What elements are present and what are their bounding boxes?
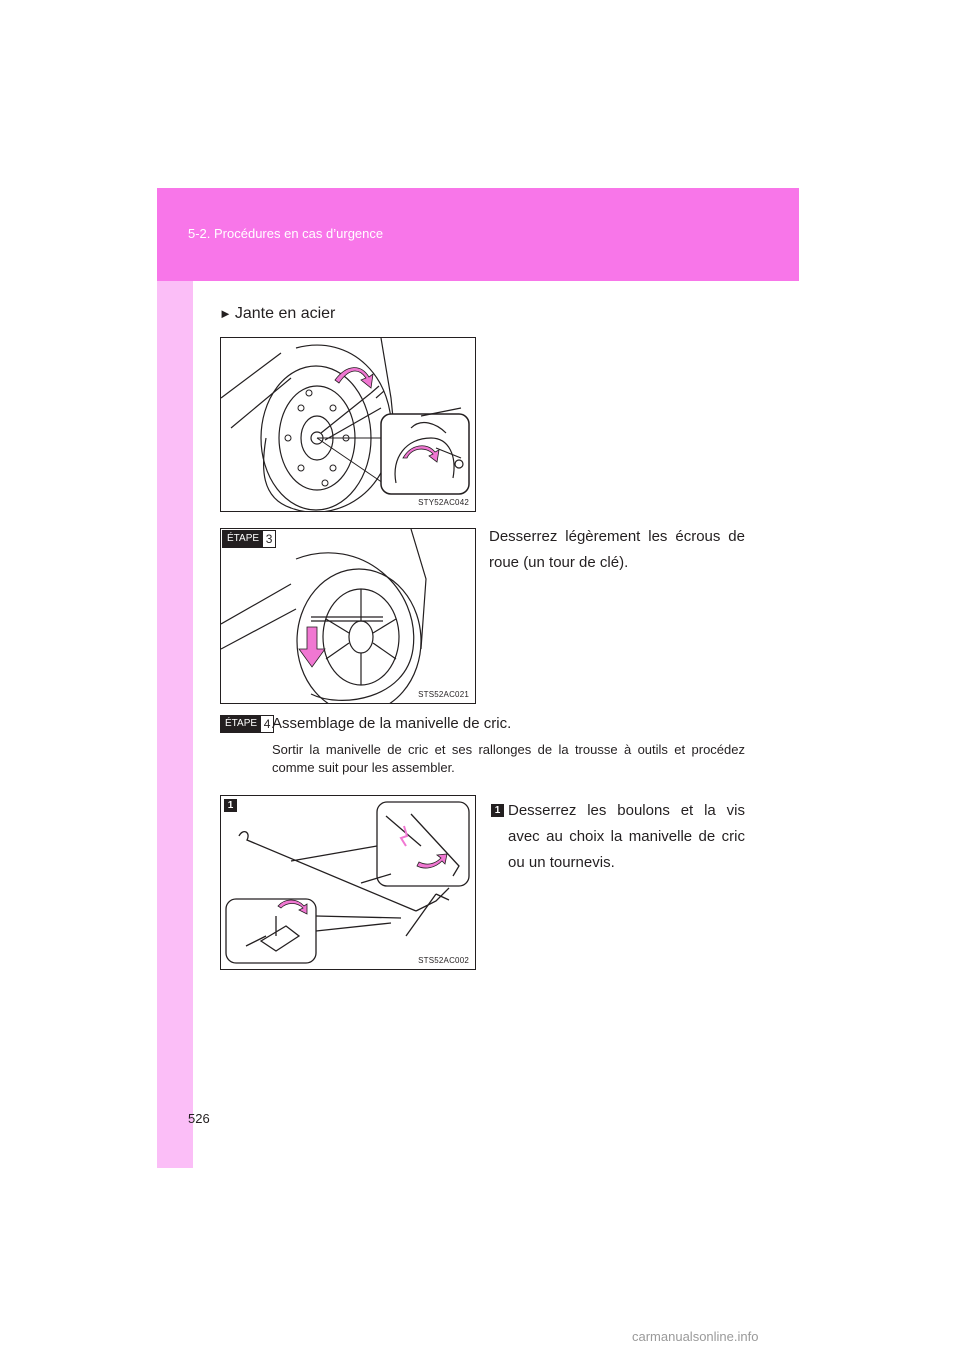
- figure-code: STS52AC021: [418, 690, 469, 699]
- side-margin-bar: [157, 188, 193, 1168]
- figure-number-badge: 1: [224, 799, 237, 812]
- step-4-text: Assemblage de la manivelle de cric.: [272, 715, 512, 732]
- step-label: ÉTAPE: [223, 531, 264, 547]
- page-number: 526: [188, 1111, 210, 1126]
- subheading: ►Jante en acier: [219, 305, 335, 323]
- step-number: 4: [261, 716, 274, 732]
- step-label: ÉTAPE: [221, 716, 262, 732]
- figure-code: STS52AC002: [418, 956, 469, 965]
- subheading-text: Jante en acier: [234, 305, 336, 322]
- figure-code: STY52AC042: [418, 498, 469, 507]
- triangle-marker-icon: ►: [219, 306, 232, 321]
- section-title: 5-2. Procédures en cas d’urgence: [188, 226, 384, 241]
- step-number: 3: [263, 531, 276, 547]
- figure-step3-wheel: STS52AC021: [220, 528, 476, 704]
- alloy-wheel-illustration: [221, 529, 427, 703]
- step-4-instruction: Sortir la manivelle de cric et ses rallo…: [272, 742, 745, 775]
- section-header: [157, 188, 799, 281]
- watermark: carmanualsonline.info: [632, 1329, 759, 1344]
- substep-number-badge: 1: [491, 804, 504, 817]
- figure-steel-wheel: STY52AC042: [220, 337, 476, 512]
- jack-handle-illustration: [225, 801, 470, 964]
- substep-text: Desserrez les boulons et la vis avec au …: [508, 802, 745, 871]
- steel-wheel-illustration: [221, 338, 470, 511]
- step-3-text: Desserrez légèrement les écrous de roue …: [489, 528, 745, 571]
- figure-jack-handle: 1 STS52AC002: [220, 795, 476, 970]
